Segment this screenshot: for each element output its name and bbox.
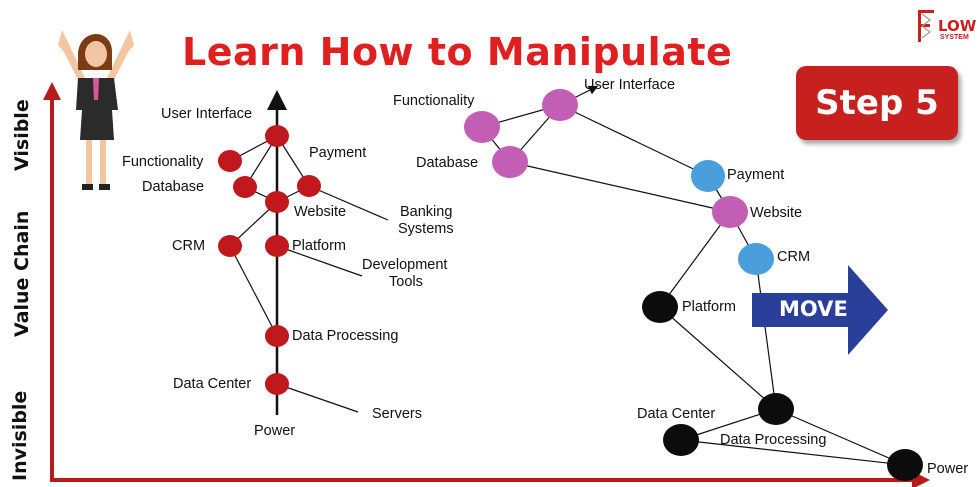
label-servers: Servers [372,406,422,422]
r-label-payment: Payment [727,167,785,183]
logo-mark [918,10,934,42]
label-crm: CRM [172,238,206,254]
label-database: Database [142,179,205,195]
label-development-tools-1: Development [362,257,448,273]
step-label: Step 5 [815,83,939,123]
move-arrow [752,265,888,355]
axis-label-value-chain: Value Chain [11,210,33,337]
node-data-processing [265,325,289,347]
r-label-power: Power [927,461,969,477]
r-node-website [712,196,748,228]
label-website: Website [294,204,347,220]
axes [43,82,930,487]
node-functionality [218,150,242,172]
axis-label-visible: Visible [11,99,33,171]
node-data-center [265,373,289,395]
r-label-platform: Platform [682,299,736,315]
label-development-tools-2: Tools [389,274,423,290]
right-map-links [481,85,906,466]
y-axis-arrowhead [43,82,61,100]
logo-subtitle: SYSTEM [940,34,969,41]
r-label-crm: CRM [777,249,811,265]
r-node-power [887,449,923,481]
r-node-data-processing [758,393,794,425]
r-label-user-interface: User Interface [584,77,676,93]
move-label: MOVE [779,297,848,321]
label-data-center: Data Center [173,376,252,392]
label-data-processing: Data Processing [292,328,399,344]
r-label-database: Database [416,155,479,171]
node-database [233,176,257,198]
flow-system-logo: LOW SYSTEM [916,8,976,48]
r-node-data-center [663,424,699,456]
step-badge: Step 5 [796,66,958,140]
label-platform: Platform [292,238,346,254]
r-node-crm [738,243,774,275]
label-functionality: Functionality [122,154,204,170]
label-banking-systems-1: Banking [400,204,453,220]
logo-word: LOW [938,17,977,35]
label-banking-systems-2: Systems [398,221,454,237]
r-node-user-interface [542,89,578,121]
node-payment [297,175,321,197]
r-node-platform [642,291,678,323]
r-label-website: Website [750,205,803,221]
node-platform [265,235,289,257]
node-user-interface [265,125,289,147]
r-label-data-processing: Data Processing [720,432,827,448]
woman-illustration [58,30,134,190]
r-node-payment [691,160,725,192]
r-node-functionality [464,111,500,143]
r-node-database [492,146,528,178]
label-power: Power [254,423,296,439]
node-website [265,191,289,213]
r-label-functionality: Functionality [393,93,475,109]
right-map-nodes [464,89,923,481]
r-label-data-center: Data Center [637,406,716,422]
page-title: Learn How to Manipulate [182,30,733,74]
axis-label-invisible: Invisible [9,390,31,481]
node-crm [218,235,242,257]
label-user-interface: User Interface [161,106,253,122]
left-map-nodes [218,125,321,395]
label-payment: Payment [309,145,367,161]
